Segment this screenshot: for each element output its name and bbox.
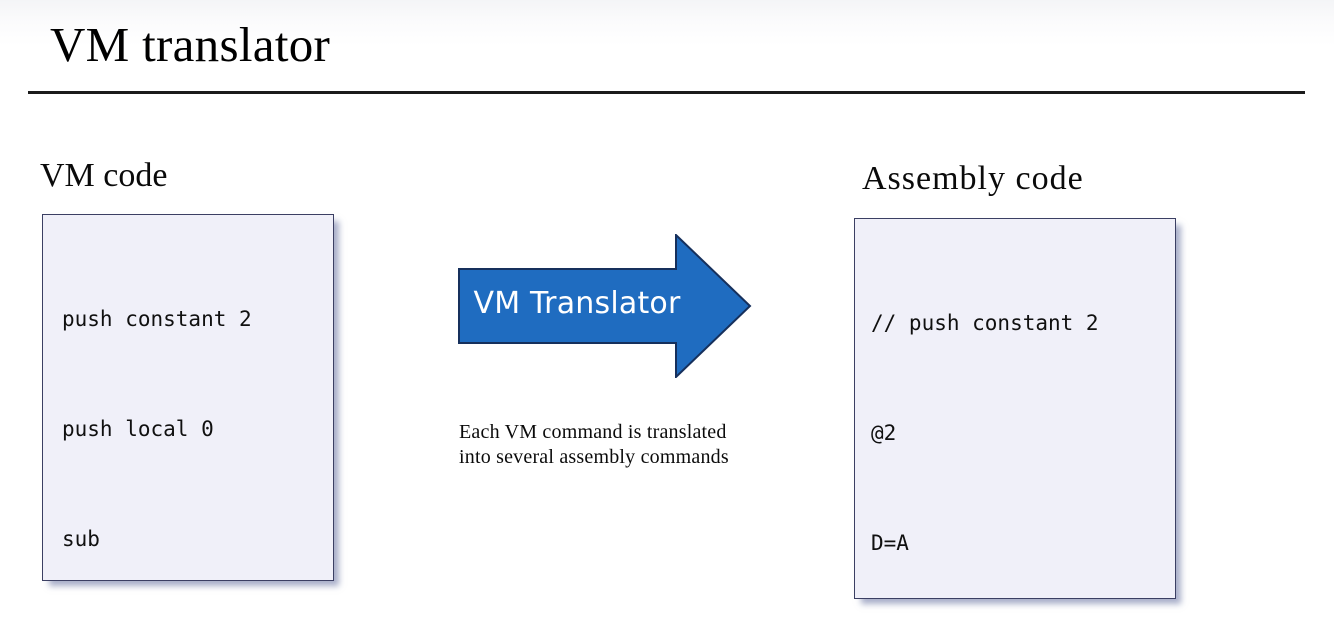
code-line: push constant 2 [62, 306, 252, 331]
vm-code-box: push constant 2 push local 0 sub push lo… [42, 214, 334, 581]
caption-line-2: into several assembly commands [459, 446, 729, 468]
vm-translator-arrow: VM Translator [458, 234, 752, 378]
title-divider [28, 91, 1305, 94]
code-line: push local 0 [62, 416, 214, 441]
assembly-code-box: // push constant 2 @2 D=A @SP A=M M=D @S… [854, 218, 1176, 599]
assembly-code-heading: Assembly code [862, 160, 1084, 197]
right-arrow-icon [458, 234, 752, 378]
page-title: VM translator [50, 17, 331, 72]
code-line: D=A [871, 531, 909, 556]
caption-line-1: Each VM command is translated [459, 421, 727, 443]
vm-code-heading: VM code [40, 157, 168, 194]
code-line: // push constant 2 [871, 310, 1099, 335]
arrow-caption: Each VM command is translated into sever… [459, 420, 759, 470]
code-line: sub [62, 527, 100, 552]
code-line: @2 [871, 420, 897, 445]
assembly-code-lines: // push constant 2 @2 D=A @SP A=M M=D @S… [855, 219, 1175, 598]
vm-code-lines: push constant 2 push local 0 sub push lo… [43, 215, 333, 580]
